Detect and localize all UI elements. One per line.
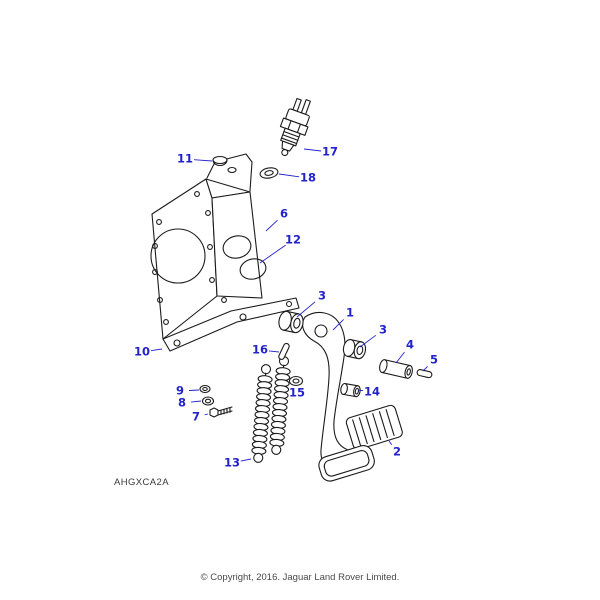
- callout-label-3: 3: [317, 288, 327, 303]
- leader-line-8: [190, 400, 202, 403]
- copyright-text: © Copyright, 2016. Jaguar Land Rover Lim…: [200, 572, 400, 583]
- callout-label-6: 6: [279, 206, 289, 221]
- leader-line-17: [303, 148, 322, 152]
- callout-label-12: 12: [284, 232, 302, 247]
- part-washer-8: [201, 396, 215, 406]
- part-pedal-pad: [345, 404, 403, 450]
- drawing-code: AHGXCA2A: [114, 477, 169, 488]
- leader-line-6: [265, 219, 278, 232]
- callout-label-16: 16: [251, 342, 269, 357]
- part-pedal-lever: [302, 311, 375, 482]
- callout-label-18: 18: [299, 170, 317, 185]
- part-spring-right: [269, 356, 291, 455]
- part-spring-left: [251, 364, 273, 463]
- part-bolt-7: [209, 406, 233, 418]
- part-switch: [279, 97, 311, 157]
- leader-line-2: [388, 440, 393, 445]
- part-pivot-pin: [379, 359, 413, 379]
- leader-line-18: [278, 173, 300, 178]
- leader-line-9: [188, 389, 200, 391]
- callout-label-15: 15: [288, 385, 306, 400]
- callout-label-1: 1: [345, 305, 355, 320]
- part-spacer: [340, 382, 361, 398]
- callout-label-5: 5: [429, 352, 439, 367]
- callout-label-10: 10: [133, 344, 151, 359]
- leader-line-16: [268, 350, 280, 353]
- leader-line-10: [150, 348, 163, 352]
- callout-label-8: 8: [177, 395, 187, 410]
- leader-line-11: [193, 159, 213, 162]
- callout-label-14: 14: [363, 384, 381, 399]
- callout-label-13: 13: [223, 455, 241, 470]
- part-cap: [212, 155, 228, 167]
- leader-line-12: [259, 244, 286, 264]
- part-washer-15: [288, 375, 304, 387]
- part-bush-left: [278, 310, 304, 334]
- leader-line-3: [296, 301, 316, 318]
- callout-label-3: 3: [378, 322, 388, 337]
- part-bush-right: [342, 339, 367, 360]
- callout-label-11: 11: [176, 151, 194, 166]
- part-pedal-housing: [150, 153, 300, 352]
- leader-line-7: [204, 413, 209, 416]
- callout-label-9: 9: [175, 383, 185, 398]
- part-clevis-pin: [278, 342, 290, 360]
- callout-label-7: 7: [191, 409, 201, 424]
- leader-line-4: [395, 351, 405, 364]
- leader-line-14: [357, 389, 364, 392]
- callout-label-4: 4: [405, 337, 415, 352]
- leader-line-1: [332, 319, 344, 331]
- leader-line-13: [240, 458, 252, 462]
- part-switch-washer: [259, 167, 279, 179]
- part-retaining-pin: [416, 369, 433, 379]
- callout-label-2: 2: [392, 444, 402, 459]
- leader-line-5: [422, 366, 428, 372]
- callout-label-17: 17: [321, 144, 339, 159]
- part-washer-9: [199, 384, 211, 394]
- leader-line-3: [359, 334, 377, 348]
